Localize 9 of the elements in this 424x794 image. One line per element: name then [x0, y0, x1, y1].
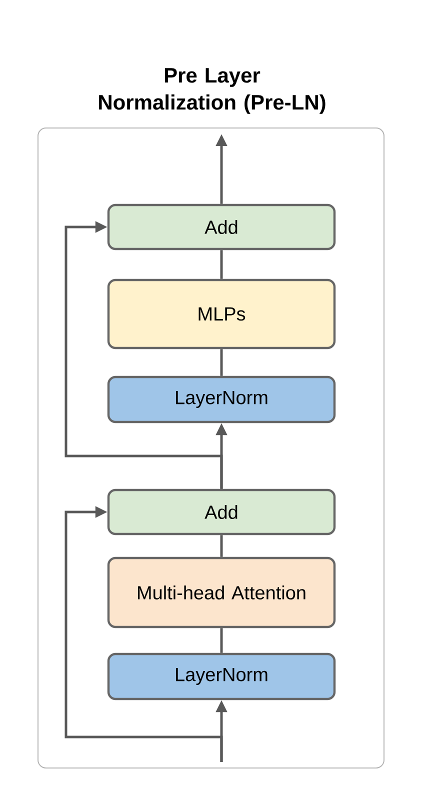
layernorm-box: LayerNorm	[107, 652, 336, 700]
mlp-box: MLPs	[107, 278, 336, 350]
title: Pre Layer Normalization (Pre-LN)	[99, 68, 326, 114]
arrow	[64, 506, 223, 762]
add-box: Add	[107, 204, 336, 250]
attention-box: Multi-head Attention	[107, 556, 336, 628]
layernorm-box: LayerNorm	[107, 376, 336, 424]
arrow	[64, 221, 223, 489]
add-box: Add	[107, 488, 336, 536]
